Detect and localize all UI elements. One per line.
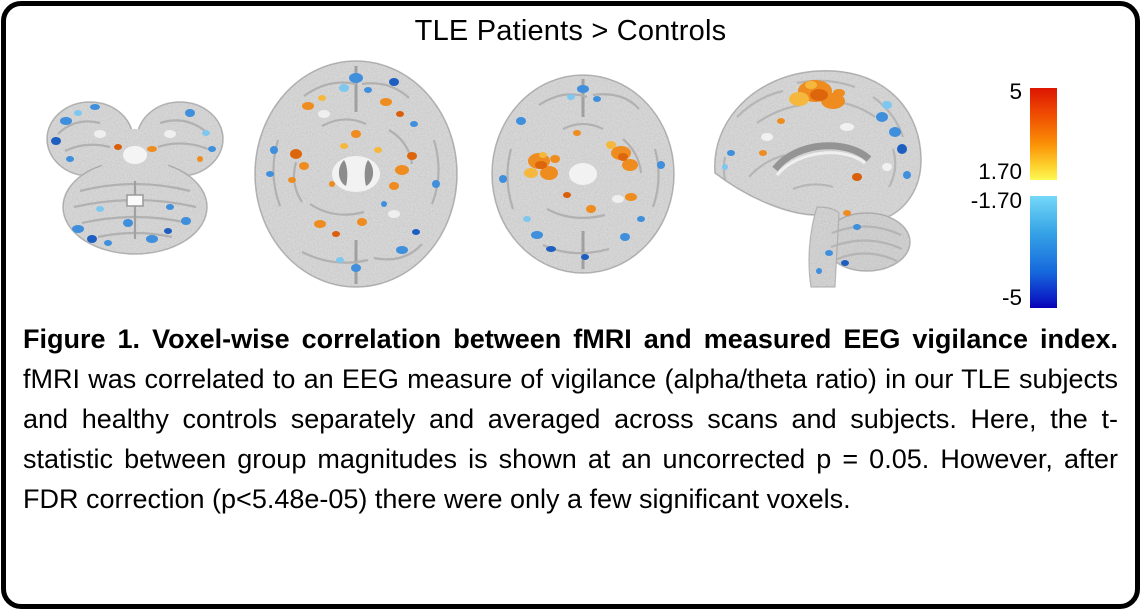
activation-blobs-negative [499, 85, 665, 260]
brain-slice-sagittal [714, 69, 922, 288]
activation-blobs-negative [266, 73, 440, 272]
activation-blobs-positive [524, 130, 638, 213]
brain-slice-axial-inferior [46, 101, 224, 255]
brain-slice-axial-mid [254, 60, 458, 288]
brain-slice-axial-superior [491, 74, 675, 274]
activation-blobs-negative [722, 100, 911, 274]
corpus-callosum [772, 141, 872, 176]
colorbar-label-min: -5 [1001, 285, 1022, 310]
lateral-ventricles [338, 160, 374, 186]
colorbar-positive-bar [1030, 88, 1057, 180]
activation-blobs-positive [288, 95, 417, 237]
colorbar-label-pos-threshold: 1.70 [978, 159, 1022, 184]
colorbar-label-neg-threshold: -1.70 [970, 188, 1022, 213]
brain-imaging-row: 5 1.70 -1.70 -5 [6, 48, 1135, 310]
gyri-texture [57, 119, 209, 239]
csf-spaces [761, 122, 892, 171]
figure-title: TLE Patients > Controls [414, 15, 727, 47]
colorbar-bars [1030, 88, 1057, 308]
gyri-texture [272, 66, 440, 284]
activation-blobs-positive [759, 79, 862, 216]
csf-spaces [569, 163, 624, 203]
csf-spaces [94, 130, 176, 207]
activation-blobs-negative [51, 104, 216, 246]
figure-caption: Figure 1. Voxel-wise correlation between… [23, 320, 1118, 520]
caption-lead: Figure 1. Voxel-wise correlation between… [23, 324, 1118, 354]
colorbar-label-max: 5 [1009, 79, 1022, 104]
colorbar-negative-bar [1030, 196, 1057, 308]
colorbar: 5 1.70 -1.70 -5 [945, 79, 1057, 316]
caption-body: fMRI was correlated to an EEG measure of… [23, 363, 1118, 514]
